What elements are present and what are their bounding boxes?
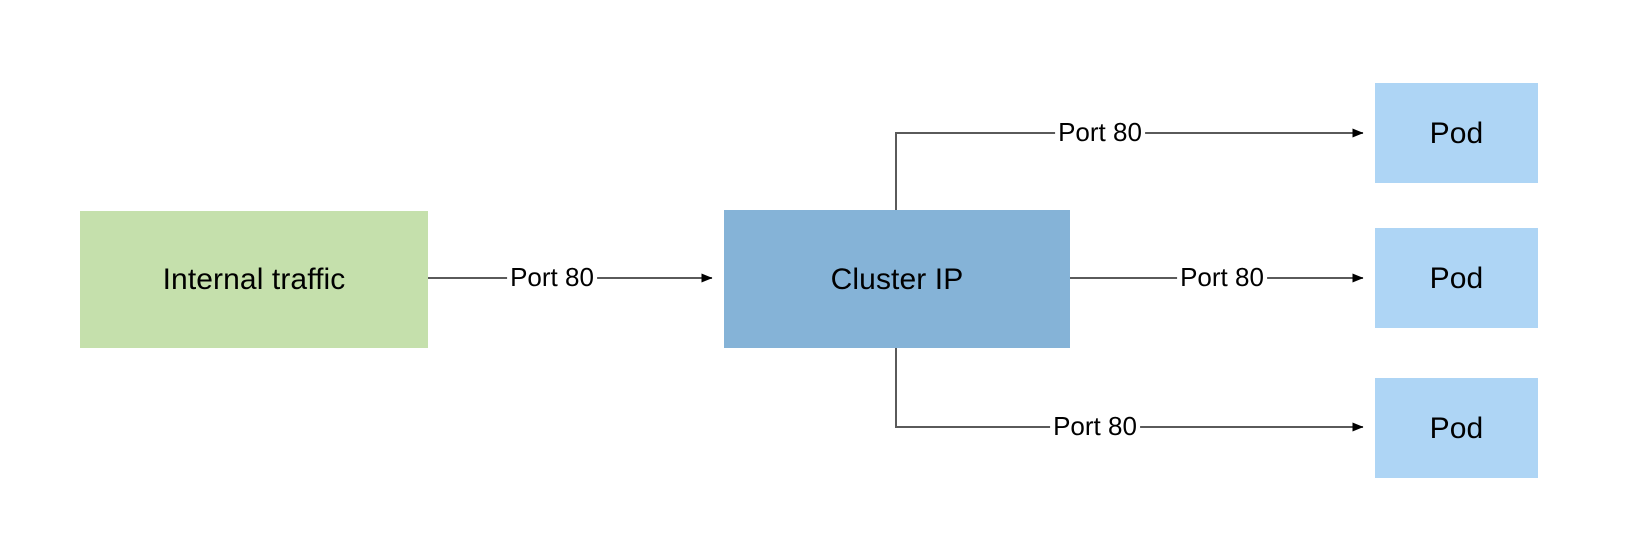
node-pod-3[interactable]: Pod xyxy=(1375,378,1538,478)
node-pod-3-label: Pod xyxy=(1429,411,1484,445)
node-cluster-ip[interactable]: Cluster IP xyxy=(724,210,1070,348)
node-pod-1-label: Pod xyxy=(1429,116,1484,150)
edge-label-cluster-to-pod-1: Port 80 xyxy=(1055,117,1145,148)
node-pod-2-label: Pod xyxy=(1429,261,1484,295)
node-internal-traffic[interactable]: Internal traffic xyxy=(80,211,428,348)
node-pod-1[interactable]: Pod xyxy=(1375,83,1538,183)
edge-label-cluster-to-pod-3: Port 80 xyxy=(1050,411,1140,442)
node-internal-traffic-label: Internal traffic xyxy=(162,263,346,296)
edge-cluster-to-pod-1 xyxy=(895,128,1364,210)
edge-label-traffic-to-cluster: Port 80 xyxy=(507,262,597,293)
node-cluster-ip-label: Cluster IP xyxy=(830,262,964,296)
edge-cluster-to-pod-3 xyxy=(895,348,1364,432)
node-pod-2[interactable]: Pod xyxy=(1375,228,1538,328)
edge-label-cluster-to-pod-2: Port 80 xyxy=(1177,262,1267,293)
